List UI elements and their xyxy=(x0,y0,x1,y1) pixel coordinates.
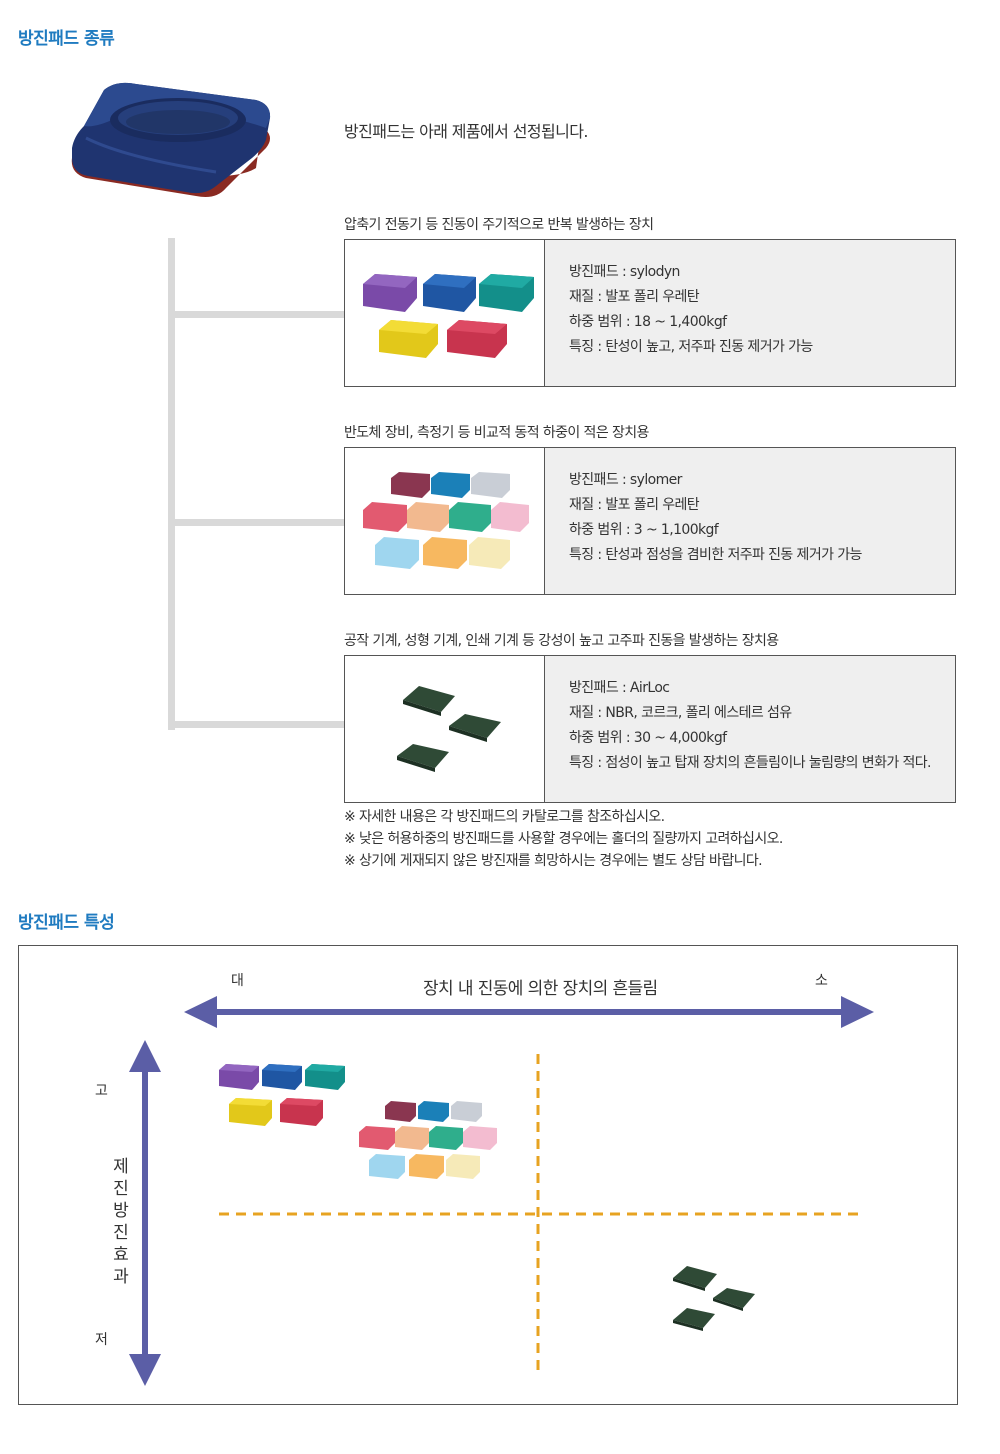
category-title-sylomer: 반도체 장비, 측정기 등 비교적 동적 하중이 적은 장치용 xyxy=(344,425,649,441)
quadrant-dividers xyxy=(219,1054,859,1376)
note-3: ※ 상기에 게재되지 않은 방진재를 희망하시는 경우에는 별도 상담 바랍니다… xyxy=(344,853,763,869)
section-title-types: 방진패드 종류 xyxy=(18,29,115,49)
product-name: 방진패드 : AirLoc xyxy=(569,680,670,696)
y-axis-arrow xyxy=(129,1040,161,1386)
category-box-sylomer: 방진패드 : sylomer 재질 : 발포 폴리 우레탄 하중 범위 : 3 … xyxy=(344,447,956,595)
x-axis-arrow xyxy=(184,996,874,1028)
feature: 특징 : 탄성이 높고, 저주파 진동 제거가 가능 xyxy=(569,339,813,355)
airloc-pads-photo xyxy=(397,686,501,772)
category-title-airloc: 공작 기계, 성형 기계, 인쇄 기계 등 강성이 높고 고주파 진동을 발생하… xyxy=(344,633,779,649)
load-range: 하중 범위 : 18 ~ 1,400kgf xyxy=(569,314,727,330)
notes: ※ 자세한 내용은 각 방진패드의 카탈로그를 참조하십시오. ※ 낮은 허용하… xyxy=(344,806,783,872)
section-title-characteristics: 방진패드 특성 xyxy=(18,913,115,933)
category-info-airloc: 방진패드 : AirLoc 재질 : NBR, 코르크, 폴리 에스테르 섬유 … xyxy=(545,656,955,802)
sylomer-pads-photo xyxy=(363,472,529,569)
holder-pad-photo xyxy=(71,82,271,197)
chart-sylodyn-pads xyxy=(219,1064,345,1126)
x-axis-right-label: 소 xyxy=(815,973,828,989)
note-1: ※ 자세한 내용은 각 방진패드의 카탈로그를 참조하십시오. xyxy=(344,809,665,825)
category-box-sylodyn: 방진패드 : sylodyn 재질 : 발포 폴리 우레탄 하중 범위 : 18… xyxy=(344,239,956,387)
note-2: ※ 낮은 허용하중의 방진패드를 사용할 경우에는 홀더의 질량까지 고려하십시… xyxy=(344,831,783,847)
category-title-sylodyn: 압축기 전동기 등 진동이 주기적으로 반복 발생하는 장치 xyxy=(344,217,654,233)
material: 재질 : 발포 폴리 우레탄 xyxy=(569,497,700,513)
characteristics-chart: 대 소 장치 내 진동에 의한 장치의 흔들림 고 저 제진방진효과 xyxy=(18,945,958,1405)
load-range: 하중 범위 : 30 ~ 4,000kgf xyxy=(569,730,727,746)
x-axis-title: 장치 내 진동에 의한 장치의 흔들림 xyxy=(423,979,658,999)
tree-branch-2 xyxy=(168,519,344,526)
tree-branch-3 xyxy=(168,721,344,728)
y-axis-top-label: 고 xyxy=(95,1083,108,1099)
material: 재질 : 발포 폴리 우레탄 xyxy=(569,289,700,305)
sylodyn-pads-photo xyxy=(363,274,534,358)
chart-airloc-pads xyxy=(673,1266,755,1331)
y-axis-bottom-label: 저 xyxy=(95,1332,108,1348)
chart-sylomer-pads xyxy=(359,1101,497,1179)
product-name: 방진패드 : sylodyn xyxy=(569,264,680,280)
intro-text: 방진패드는 아래 제품에서 선정됩니다. xyxy=(344,122,588,141)
feature: 특징 : 탄성과 점성을 겸비한 저주파 진동 제거가 가능 xyxy=(569,547,862,563)
tree-branch-1 xyxy=(168,311,344,318)
x-axis-left-label: 대 xyxy=(231,973,244,989)
load-range: 하중 범위 : 3 ~ 1,100kgf xyxy=(569,522,719,538)
tree-vertical-line xyxy=(168,238,175,730)
feature: 특징 : 점성이 높고 탑재 장치의 흔들림이나 눌림량의 변화가 적다. xyxy=(569,755,932,771)
category-info-sylomer: 방진패드 : sylomer 재질 : 발포 폴리 우레탄 하중 범위 : 3 … xyxy=(545,448,955,594)
y-axis-title: 제진방진효과 xyxy=(113,1157,129,1287)
category-box-airloc: 방진패드 : AirLoc 재질 : NBR, 코르크, 폴리 에스테르 섬유 … xyxy=(344,655,956,803)
product-name: 방진패드 : sylomer xyxy=(569,472,682,488)
material: 재질 : NBR, 코르크, 폴리 에스테르 섬유 xyxy=(569,705,792,721)
category-info-sylodyn: 방진패드 : sylodyn 재질 : 발포 폴리 우레탄 하중 범위 : 18… xyxy=(545,240,955,386)
